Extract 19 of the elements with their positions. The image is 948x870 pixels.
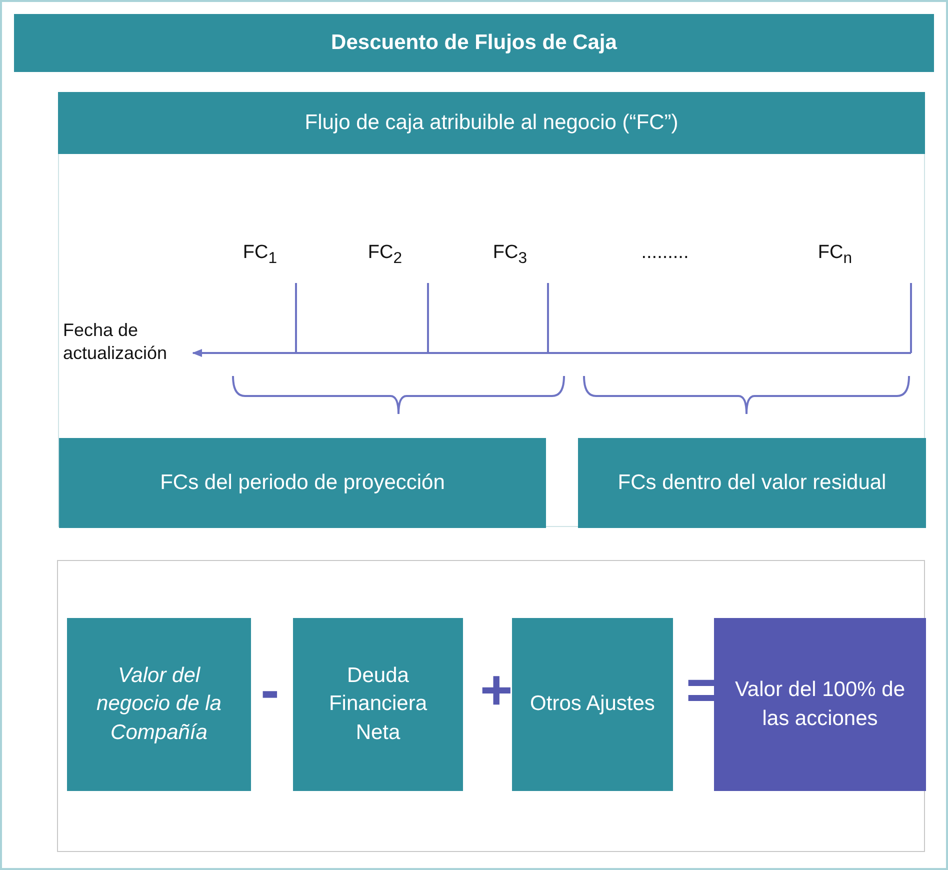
value-box: Deuda Financiera Neta — [293, 618, 463, 791]
timeline-panel — [58, 92, 925, 527]
period-box: FCs dentro del valor residual — [578, 438, 926, 528]
title-banner: Descuento de Flujos de Caja — [14, 14, 934, 72]
axis-label: Fecha de actualización — [63, 319, 191, 371]
operator-sign: + — [480, 660, 510, 720]
value-box: Otros Ajustes — [512, 618, 673, 791]
value-box: Valor del negocio de la Compañía — [67, 618, 251, 791]
cash-flow-label: FC$_{2}$ — [366, 242, 404, 268]
cash-flow-label: FC$_{3}$ — [492, 242, 528, 268]
outline-panel — [57, 560, 925, 852]
operator-sign: - — [260, 660, 280, 720]
cash-flow-label: ......... — [640, 242, 690, 264]
result-box: Valor del 100% de las acciones — [714, 618, 926, 791]
cash-flow-label: FC$_{n}$ — [816, 242, 854, 268]
cash-flow-label: FC$_{1}$ — [242, 242, 278, 268]
timeline-arrow — [192, 349, 911, 357]
panel-header: Flujo de caja atribuible al negocio (“FC”) — [58, 92, 925, 154]
period-box: FCs del periodo de proyección — [59, 438, 546, 528]
